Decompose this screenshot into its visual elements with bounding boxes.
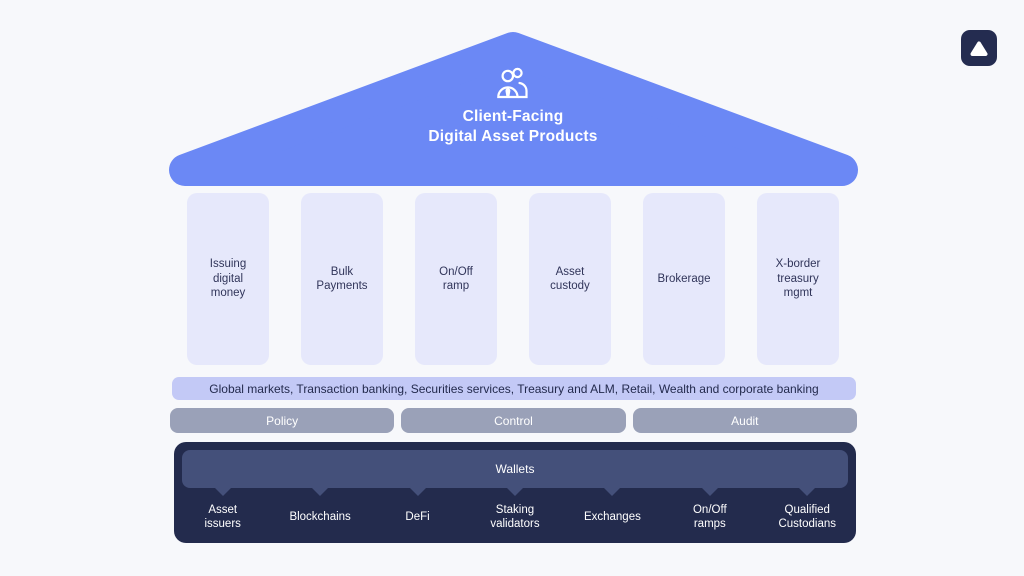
pointer-down-icon <box>604 488 621 496</box>
product-column-label: X-border treasury mgmt <box>775 258 821 300</box>
users-icon <box>497 67 528 99</box>
infra-item-label: Exchanges <box>583 510 641 523</box>
product-column-label: On/Off ramp <box>439 265 473 293</box>
product-column-xborder-treasury: X-border treasury mgmt <box>757 193 839 365</box>
infra-item-asset-issuers: Asset issuers <box>174 488 271 543</box>
infra-item-qualified-custodians: Qualified Custodians <box>759 488 856 543</box>
product-column-bulk-payments: Bulk Payments <box>301 193 383 365</box>
product-column-issuing-digital-money: Issuing digital money <box>187 193 269 365</box>
infrastructure-panel: Wallets Asset issuers Blockchains DeFi S… <box>174 442 856 543</box>
product-columns: Issuing digital money Bulk Payments On/O… <box>187 193 839 365</box>
pointer-down-icon <box>799 488 816 496</box>
infra-item-label: Blockchains <box>289 510 351 523</box>
wallets-bar: Wallets <box>182 450 848 488</box>
infra-item-exchanges: Exchanges <box>564 488 661 543</box>
markets-band: Global markets, Transaction banking, Sec… <box>172 377 856 400</box>
pointer-down-icon <box>409 488 426 496</box>
brand-logo <box>961 30 997 66</box>
pointer-down-icon <box>506 488 523 496</box>
governance-bars: Policy Control Audit <box>170 408 857 433</box>
roof-title: Client-Facing Digital Asset Products <box>428 108 598 145</box>
product-column-label: Asset custody <box>550 265 590 293</box>
triangle-logo-icon <box>970 41 988 56</box>
infra-item-defi: DeFi <box>369 488 466 543</box>
infra-item-label: Asset issuers <box>204 503 241 530</box>
product-column-label: Issuing digital money <box>209 258 247 300</box>
infra-item-on-off-ramps: On/Off ramps <box>661 488 758 543</box>
product-column-brokerage: Brokerage <box>643 193 725 365</box>
pointer-down-icon <box>701 488 718 496</box>
product-column-label: Brokerage <box>657 272 711 285</box>
pointer-down-icon <box>312 488 329 496</box>
infra-item-blockchains: Blockchains <box>271 488 368 543</box>
pointer-down-icon <box>214 488 231 496</box>
product-column-on-off-ramp: On/Off ramp <box>415 193 497 365</box>
governance-bar-audit: Audit <box>632 408 857 433</box>
infra-item-staking-validators: Staking validators <box>466 488 563 543</box>
roof-content: Client-Facing Digital Asset Products <box>363 64 663 147</box>
infra-item-label: On/Off ramps <box>692 503 727 530</box>
governance-bar-policy: Policy <box>170 408 395 433</box>
product-column-asset-custody: Asset custody <box>529 193 611 365</box>
infra-item-label: Qualified Custodians <box>778 503 837 530</box>
infrastructure-items: Asset issuers Blockchains DeFi Staking v… <box>174 488 856 543</box>
infra-item-label: DeFi <box>405 510 430 523</box>
governance-bar-control: Control <box>401 408 626 433</box>
infra-item-label: Staking validators <box>490 503 540 530</box>
product-column-label: Bulk Payments <box>316 265 368 293</box>
